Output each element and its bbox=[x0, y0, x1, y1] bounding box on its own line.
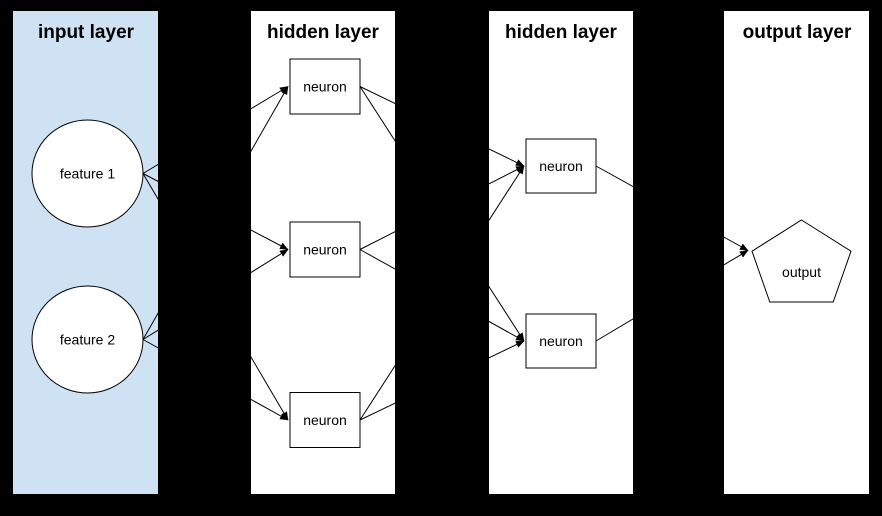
output-layer-title: output layer bbox=[743, 22, 852, 43]
hidden-layer-1-title: hidden layer bbox=[267, 22, 380, 43]
feature1-label: feature 1 bbox=[60, 166, 115, 182]
connector-feature1-h1n2 bbox=[142, 173, 289, 250]
hidden2-neuron2-box bbox=[525, 313, 597, 369]
hidden1-neuron3-box bbox=[289, 392, 361, 448]
connector-h1n3-h2n2 bbox=[359, 340, 525, 421]
hidden2-neuron1-label: neuron bbox=[539, 158, 583, 174]
connector-h2n1-output bbox=[595, 165, 749, 251]
hidden1-neuron1-box bbox=[289, 58, 361, 115]
connector-feature2-h1n2 bbox=[142, 249, 289, 340]
feature2-circle bbox=[31, 285, 144, 394]
hidden-layer-2-title: hidden layer bbox=[505, 22, 618, 43]
input-layer-title: input layer bbox=[38, 22, 135, 43]
output-label: output bbox=[782, 264, 821, 280]
output-pentagon bbox=[751, 219, 852, 303]
hidden1-neuron2-label: neuron bbox=[303, 242, 347, 258]
feature2-label: feature 2 bbox=[60, 332, 115, 348]
connector-h1n2-h2n2 bbox=[359, 249, 525, 342]
connector-feature1-h1n3 bbox=[142, 173, 289, 421]
connector-h1n1-h2n1 bbox=[359, 86, 525, 167]
hidden1-neuron3-label: neuron bbox=[303, 412, 347, 428]
connector-h2n2-output bbox=[595, 250, 749, 342]
hidden2-neuron1-box bbox=[525, 138, 597, 194]
connector-h1n1-h2n2 bbox=[359, 86, 525, 342]
hidden1-neuron2-box bbox=[289, 221, 361, 278]
input-layer-panel bbox=[13, 11, 158, 494]
connector-feature2-h1n3 bbox=[142, 339, 289, 421]
hidden1-neuron1-label: neuron bbox=[303, 79, 347, 95]
connector-h1n3-h2n1 bbox=[359, 165, 525, 421]
connector-h1n2-h2n1 bbox=[359, 165, 525, 250]
hidden2-neuron2-label: neuron bbox=[539, 333, 583, 349]
feature1-circle bbox=[31, 119, 144, 228]
connector-feature2-h1n1 bbox=[142, 86, 289, 340]
connector-feature1-h1n1 bbox=[142, 86, 289, 174]
hidden-layer-2-panel bbox=[489, 11, 633, 494]
